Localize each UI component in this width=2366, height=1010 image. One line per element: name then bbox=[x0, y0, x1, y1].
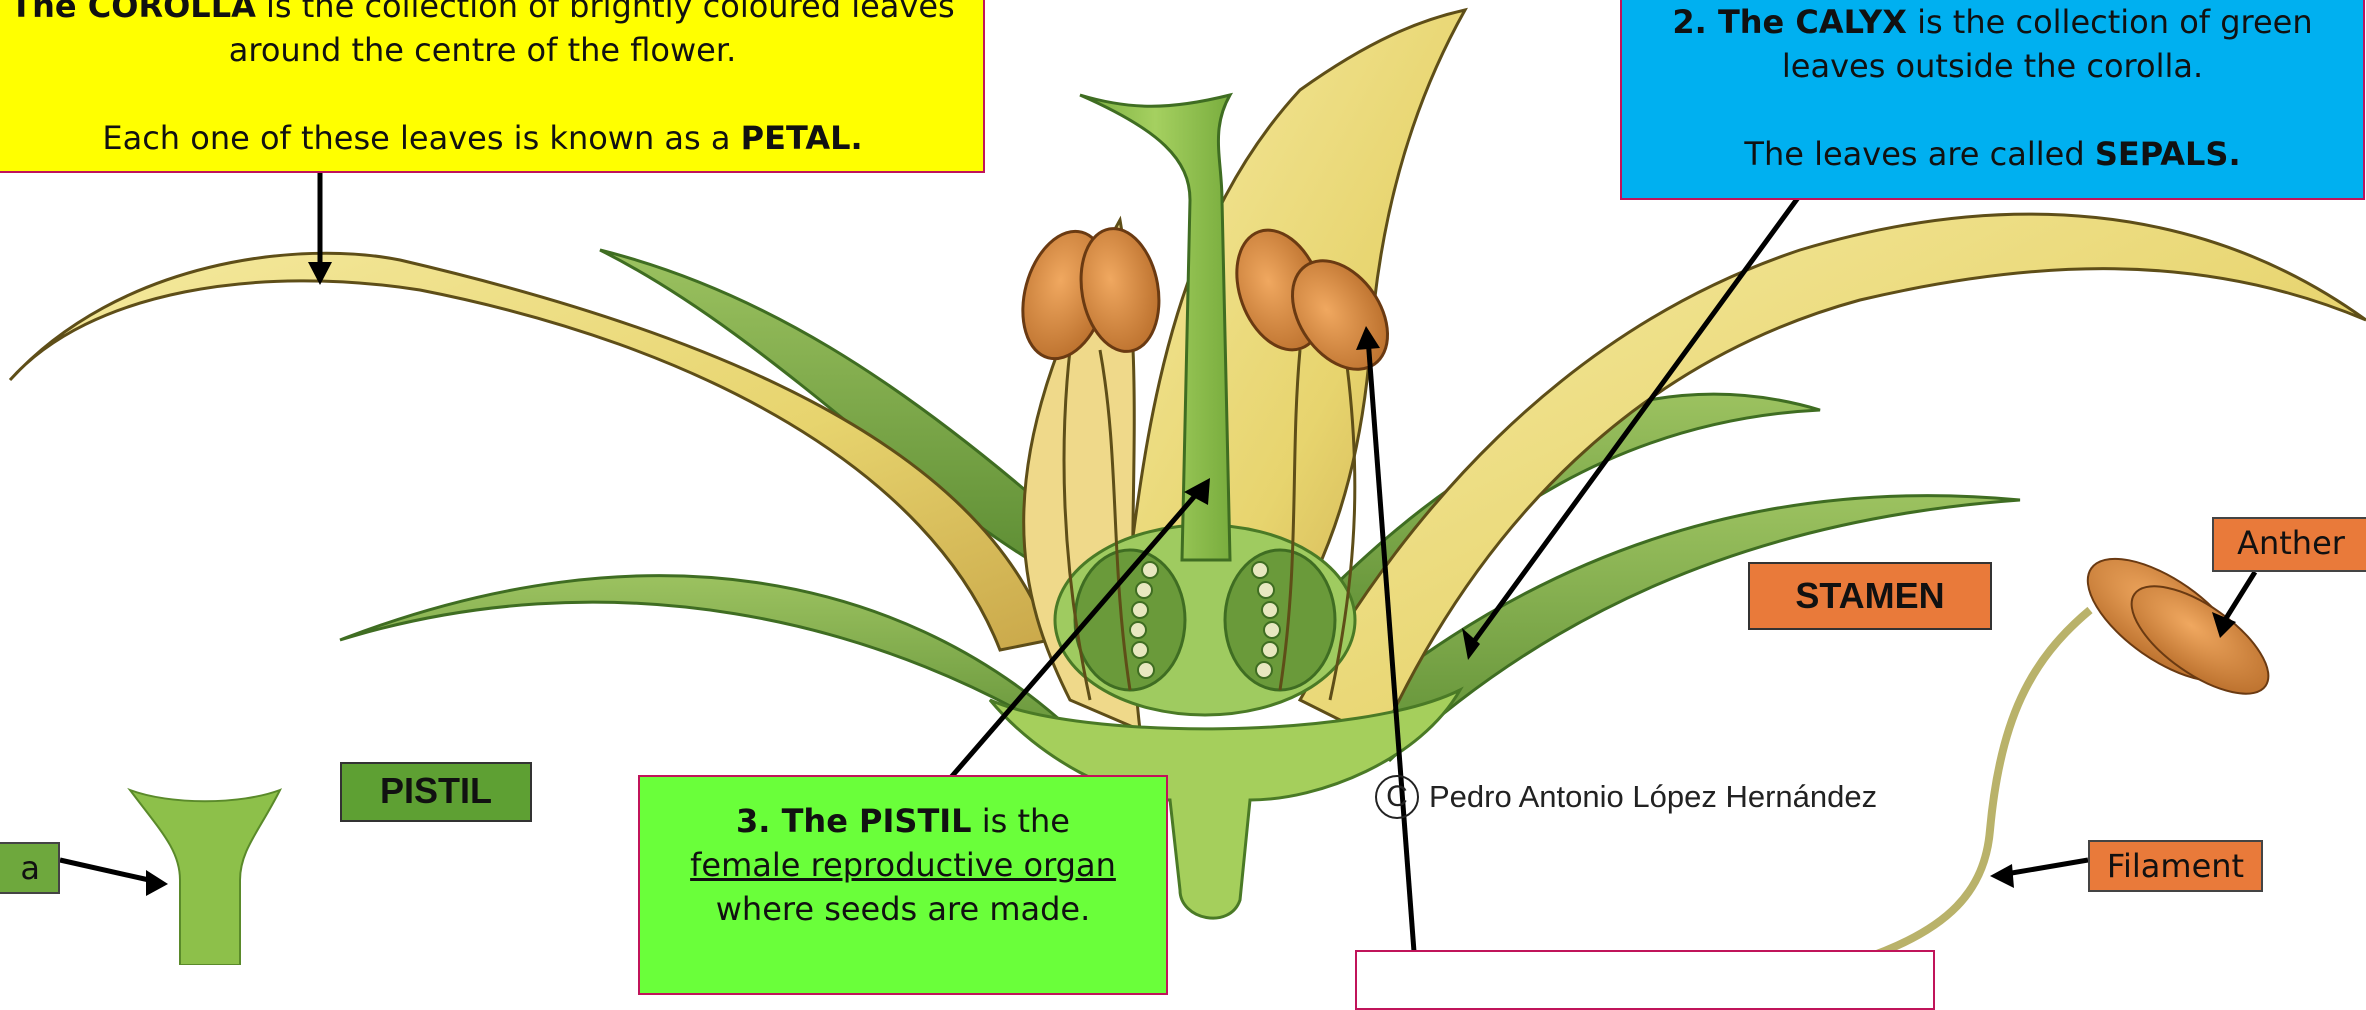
sepal-term: SEPALS. bbox=[2095, 135, 2241, 173]
copyright-icon: C bbox=[1375, 775, 1419, 819]
author-name: Pedro Antonio López Hernández bbox=[1429, 779, 1877, 815]
anther-arrow bbox=[2225, 572, 2255, 620]
author-credit: C Pedro Antonio López Hernández bbox=[1375, 775, 1877, 819]
female-organ-term: female reproductive organ bbox=[690, 846, 1116, 884]
petal-term: PETAL. bbox=[741, 119, 863, 157]
ovary-chamber-right bbox=[1225, 550, 1335, 690]
pistil-description: 3. The PISTIL is the female reproductive… bbox=[638, 775, 1168, 995]
calyx-line3: The leaves are called bbox=[1744, 135, 2094, 173]
pistil-heading: 3. The PISTIL bbox=[736, 802, 972, 840]
filament-label: Filament bbox=[2088, 840, 2263, 892]
calyx-description: 2. The CALYX is the collection of green … bbox=[1620, 0, 2365, 200]
stamen-description bbox=[1355, 950, 1935, 1010]
stamen-title: STAMEN bbox=[1748, 562, 1992, 630]
corolla-description: The COROLLA is the collection of brightl… bbox=[0, 0, 985, 173]
corolla-line2: around the centre of the flower. bbox=[0, 28, 983, 72]
sepal-left-back bbox=[600, 250, 1060, 560]
pistil-rest: where seeds are made. bbox=[716, 890, 1091, 928]
corolla-heading: The COROLLA bbox=[10, 0, 256, 25]
anther-label: Anther bbox=[2212, 517, 2366, 572]
calyx-line1: is the collection of green bbox=[1907, 3, 2313, 41]
calyx-line2: leaves outside the corolla. bbox=[1622, 44, 2363, 88]
corolla-line1: is the collection of brightly coloured l… bbox=[256, 0, 955, 25]
stamen-detail-filament bbox=[1860, 610, 2090, 960]
corolla-line3: Each one of these leaves is known as a bbox=[102, 119, 740, 157]
filament-arrow bbox=[2000, 860, 2088, 875]
pistil-title: PISTIL bbox=[340, 762, 532, 822]
stigma-arrow bbox=[60, 860, 158, 882]
pistil-is: is the bbox=[972, 802, 1070, 840]
calyx-heading: 2. The CALYX bbox=[1672, 3, 1907, 41]
stigma-label: a bbox=[0, 842, 60, 894]
